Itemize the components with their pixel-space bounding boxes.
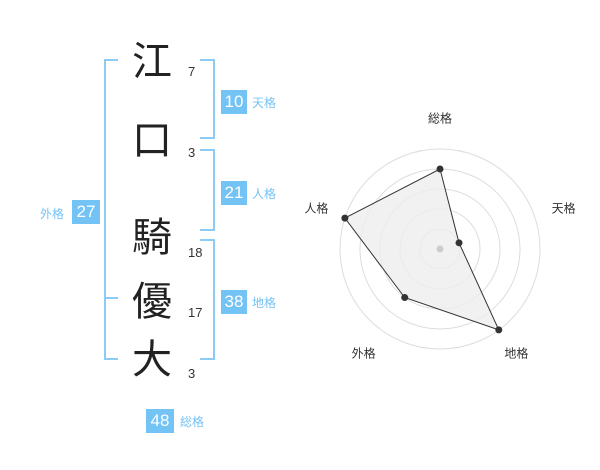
- name-char-3: 騎: [132, 215, 172, 261]
- chikaku-value-badge: 38: [221, 290, 247, 314]
- name-char-4: 優: [132, 279, 172, 325]
- stroke-count-2: 3: [188, 145, 196, 160]
- tenkaku-label: 天格: [252, 96, 277, 110]
- name-char-2: 口: [132, 118, 172, 164]
- radar-point-2: [455, 239, 463, 247]
- gaikaku-bracket-tick: [104, 297, 118, 299]
- radar-point-5: [341, 214, 349, 222]
- stroke-count-1: 7: [188, 64, 196, 79]
- soukaku-value-badge: 48: [146, 409, 174, 433]
- jinkaku-label: 人格: [252, 187, 277, 201]
- gaikaku-label: 外格: [40, 207, 65, 221]
- soukaku-label: 総格: [180, 415, 205, 429]
- radar-point-1: [436, 165, 444, 173]
- gaikaku-bracket: [104, 59, 118, 360]
- name-char-5: 大: [132, 337, 172, 383]
- radar-area: [344, 168, 500, 331]
- jinkaku-bracket: [200, 149, 215, 231]
- stroke-count-4: 17: [188, 305, 203, 320]
- radar-axis-label-2: 天格: [552, 200, 576, 215]
- chikaku-bracket: [200, 239, 215, 360]
- radar-point-4: [401, 294, 409, 302]
- stroke-count-3: 18: [188, 245, 203, 260]
- jinkaku-value-badge: 21: [221, 181, 247, 205]
- tenkaku-value-badge: 10: [221, 90, 247, 114]
- stroke-count-5: 3: [188, 366, 196, 381]
- radar-center-dot: [436, 245, 444, 253]
- name-char-1: 江: [132, 39, 172, 85]
- radar-axis-label-1: 総格: [428, 111, 452, 126]
- radar-point-3: [495, 326, 503, 334]
- gaikaku-value-badge: 27: [72, 200, 100, 224]
- radar-axis-label-4: 外格: [352, 346, 376, 361]
- radar-ring-5: [339, 148, 541, 350]
- chikaku-label: 地格: [252, 296, 277, 310]
- radar-axis-label-3: 地格: [504, 346, 528, 361]
- tenkaku-bracket: [200, 59, 215, 139]
- radar-axis-label-5: 人格: [304, 200, 328, 215]
